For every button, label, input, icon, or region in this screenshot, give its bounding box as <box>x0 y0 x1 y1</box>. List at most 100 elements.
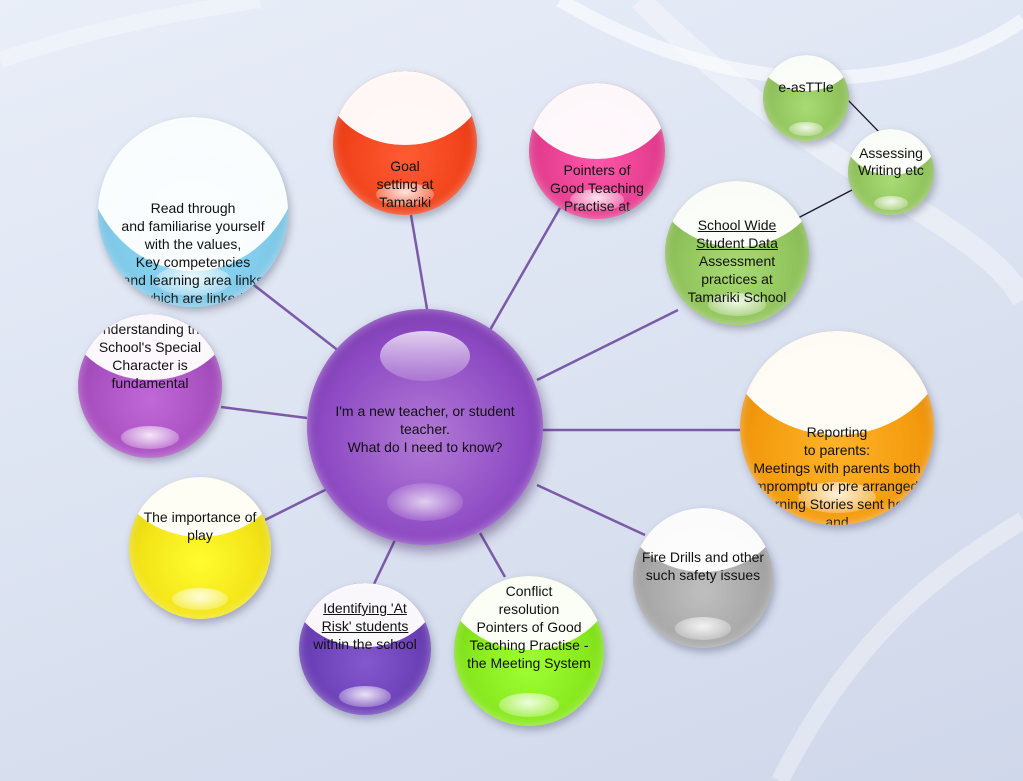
bubble-e-asttle[interactable]: e-asTTle <box>763 55 849 141</box>
label-line: Meetings with parents both <box>753 460 921 476</box>
label-line: Fire Drills and other <box>641 549 765 565</box>
gloss-highlight <box>98 117 288 271</box>
gloss-highlight <box>387 483 463 521</box>
label-line: and <box>825 514 849 525</box>
gloss-highlight <box>171 587 229 611</box>
bubble-label: Reporting to parents: Meetings with parent… <box>740 423 934 525</box>
gloss-highlight <box>740 331 934 435</box>
gloss-highlight <box>333 71 477 145</box>
connector-center-to-read-through <box>249 281 345 356</box>
label-line: the Meeting System <box>467 655 591 671</box>
label-line: such safety issues <box>645 567 761 583</box>
label-line: Assessing <box>859 145 923 161</box>
gloss-highlight <box>121 426 179 450</box>
label-line: setting at <box>376 176 434 192</box>
label-line: School Wide <box>697 217 777 233</box>
label-line: Goal <box>390 158 420 174</box>
connector-center-to-importance-of-play <box>264 483 336 522</box>
label-line: Teaching Practise - <box>469 637 589 653</box>
gloss-highlight <box>529 83 665 159</box>
label-line: resolution <box>498 601 560 617</box>
connector-center-to-pointers-good-teaching <box>488 207 562 331</box>
label-line: Reporting <box>806 424 868 440</box>
label-line: teacher. <box>400 421 450 437</box>
bubble-fire-drills[interactable]: Fire Drills and other such safety issues <box>633 508 773 648</box>
connector-center-to-school-wide-data <box>536 308 679 382</box>
label-line: Tamariki School <box>529 215 665 219</box>
label-line: and familiarise yourself <box>121 218 265 234</box>
gloss-highlight <box>788 122 824 136</box>
label-line: Identifying 'At <box>323 600 407 616</box>
bubble-label: Fire Drills and other such safety issues <box>633 548 773 584</box>
center-bubble[interactable]: I'm a new teacher, or student teacher. Wha… <box>307 309 543 545</box>
label-line: Tamariki School <box>687 289 787 305</box>
label-line: Writing etc <box>858 162 924 178</box>
gloss-highlight <box>873 196 909 210</box>
label-line: What do I need to know? <box>347 439 503 455</box>
bubble-label: I'm a new teacher, or student teacher. Wha… <box>307 402 543 456</box>
bubble-label: The importance of play <box>129 508 271 544</box>
gloss-highlight <box>499 693 559 717</box>
gloss-highlight <box>708 293 766 317</box>
label-line: with the values, <box>144 236 242 252</box>
label-line: Student Data <box>696 235 778 251</box>
label-line: Good Teaching <box>550 180 644 196</box>
label-line: Character is <box>112 357 188 373</box>
label-line: Understanding the <box>92 321 208 337</box>
label-line: Risk' students <box>321 618 409 634</box>
label-line: e-asTTle <box>778 79 834 95</box>
gloss-highlight <box>569 189 625 211</box>
connector-center-to-goal-setting <box>409 214 429 310</box>
gloss-highlight <box>338 685 392 708</box>
bubble-label: Goal setting at Tamariki <box>333 157 477 211</box>
bubble-reporting-parents[interactable]: Reporting to parents: Meetings with parent… <box>740 331 934 525</box>
gloss-highlight <box>376 183 434 207</box>
label-line: to parents: <box>803 442 871 458</box>
gloss-highlight <box>380 331 470 381</box>
bubble-read-through[interactable]: Read through and familiarise yourself with… <box>98 117 288 307</box>
label-line: The importance of <box>143 509 257 525</box>
label-line: within the school <box>313 636 417 652</box>
label-line: Tamariki <box>378 194 432 210</box>
label-line: fundamental <box>111 375 189 391</box>
bubble-goal-setting[interactable]: Goal setting at Tamariki <box>333 71 477 215</box>
connector-center-to-fire-drills <box>536 483 646 537</box>
label-line: impromptu or pre arranged. <box>751 478 923 494</box>
label-line: Pointers of <box>563 162 631 178</box>
label-line: which are linked <box>142 290 244 306</box>
label-line: Learning Stories sent home <box>751 496 923 512</box>
label-line: Key competencies <box>135 254 251 270</box>
connector-center-to-special-character <box>220 405 308 420</box>
connector-center-to-conflict-resolution <box>478 532 507 578</box>
connector-e-asttle-to-assessing-writing <box>845 97 883 136</box>
label-line: practices at <box>701 271 773 287</box>
bubble-label: Read through and familiarise yourself with… <box>98 199 288 307</box>
bubble-importance-of-play[interactable]: The importance of play <box>129 477 271 619</box>
label-line: Assessment <box>698 253 776 269</box>
gloss-highlight <box>798 482 876 514</box>
label-line: Practise at <box>563 198 631 214</box>
gloss-highlight <box>155 265 231 296</box>
label-line: play <box>187 527 213 543</box>
label-line: Pointers of Good <box>476 619 582 635</box>
label-line: Read through <box>150 200 236 216</box>
label-line: I'm a new teacher, or student <box>335 403 515 419</box>
label-line: Conflict <box>505 583 553 599</box>
label-line: School's Special <box>98 339 202 355</box>
label-line: and learning area links <box>122 272 264 288</box>
bubble-label: e-asTTle <box>763 79 849 96</box>
connector-center-to-at-risk <box>372 539 397 585</box>
